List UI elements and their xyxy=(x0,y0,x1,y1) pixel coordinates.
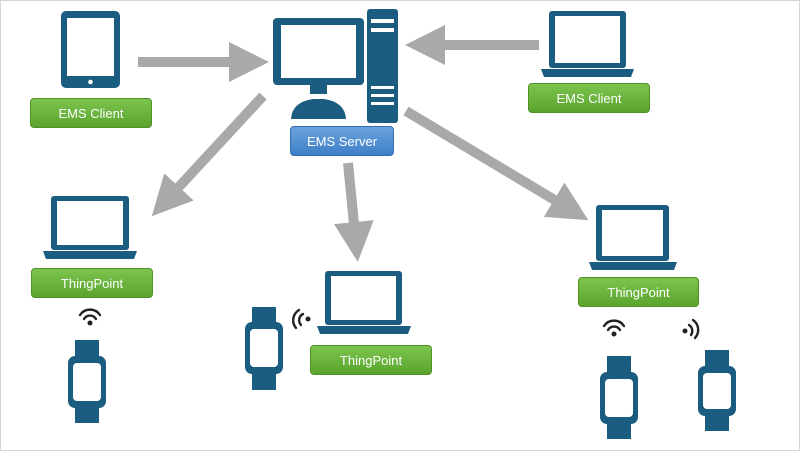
connection-arrows xyxy=(138,25,589,262)
thingpoint-label-right: ThingPoint xyxy=(578,277,699,307)
smartwatch-icon xyxy=(245,307,283,390)
smartwatch-icon xyxy=(600,356,638,439)
smartwatch-icon xyxy=(698,350,736,431)
laptop-icon xyxy=(541,11,634,77)
thingpoint-label-left: ThingPoint xyxy=(31,268,153,298)
arrow-server-to-thingpoint-center xyxy=(333,162,374,262)
arrow-server-to-thingpoint-right xyxy=(403,106,589,221)
laptop-icon xyxy=(43,196,137,259)
arrow-server-to-thingpoint-left xyxy=(151,92,267,217)
smartwatch-icon xyxy=(68,340,106,423)
desktop-tower-icon xyxy=(273,9,398,123)
ems-client-label-left: EMS Client xyxy=(30,98,152,128)
wireless-signal-icon xyxy=(682,318,700,340)
laptop-icon xyxy=(589,205,677,270)
ems-client-label-right: EMS Client xyxy=(528,83,650,113)
thingpoint-label-center: ThingPoint xyxy=(310,345,432,375)
ems-server-label: EMS Server xyxy=(290,126,394,156)
user-icon xyxy=(291,99,346,119)
wireless-signal-icon xyxy=(292,308,311,330)
tablet-icon xyxy=(61,11,120,88)
wireless-signal-icon xyxy=(78,308,102,326)
laptop-icon xyxy=(317,271,411,334)
wireless-signal-icon xyxy=(602,319,626,337)
